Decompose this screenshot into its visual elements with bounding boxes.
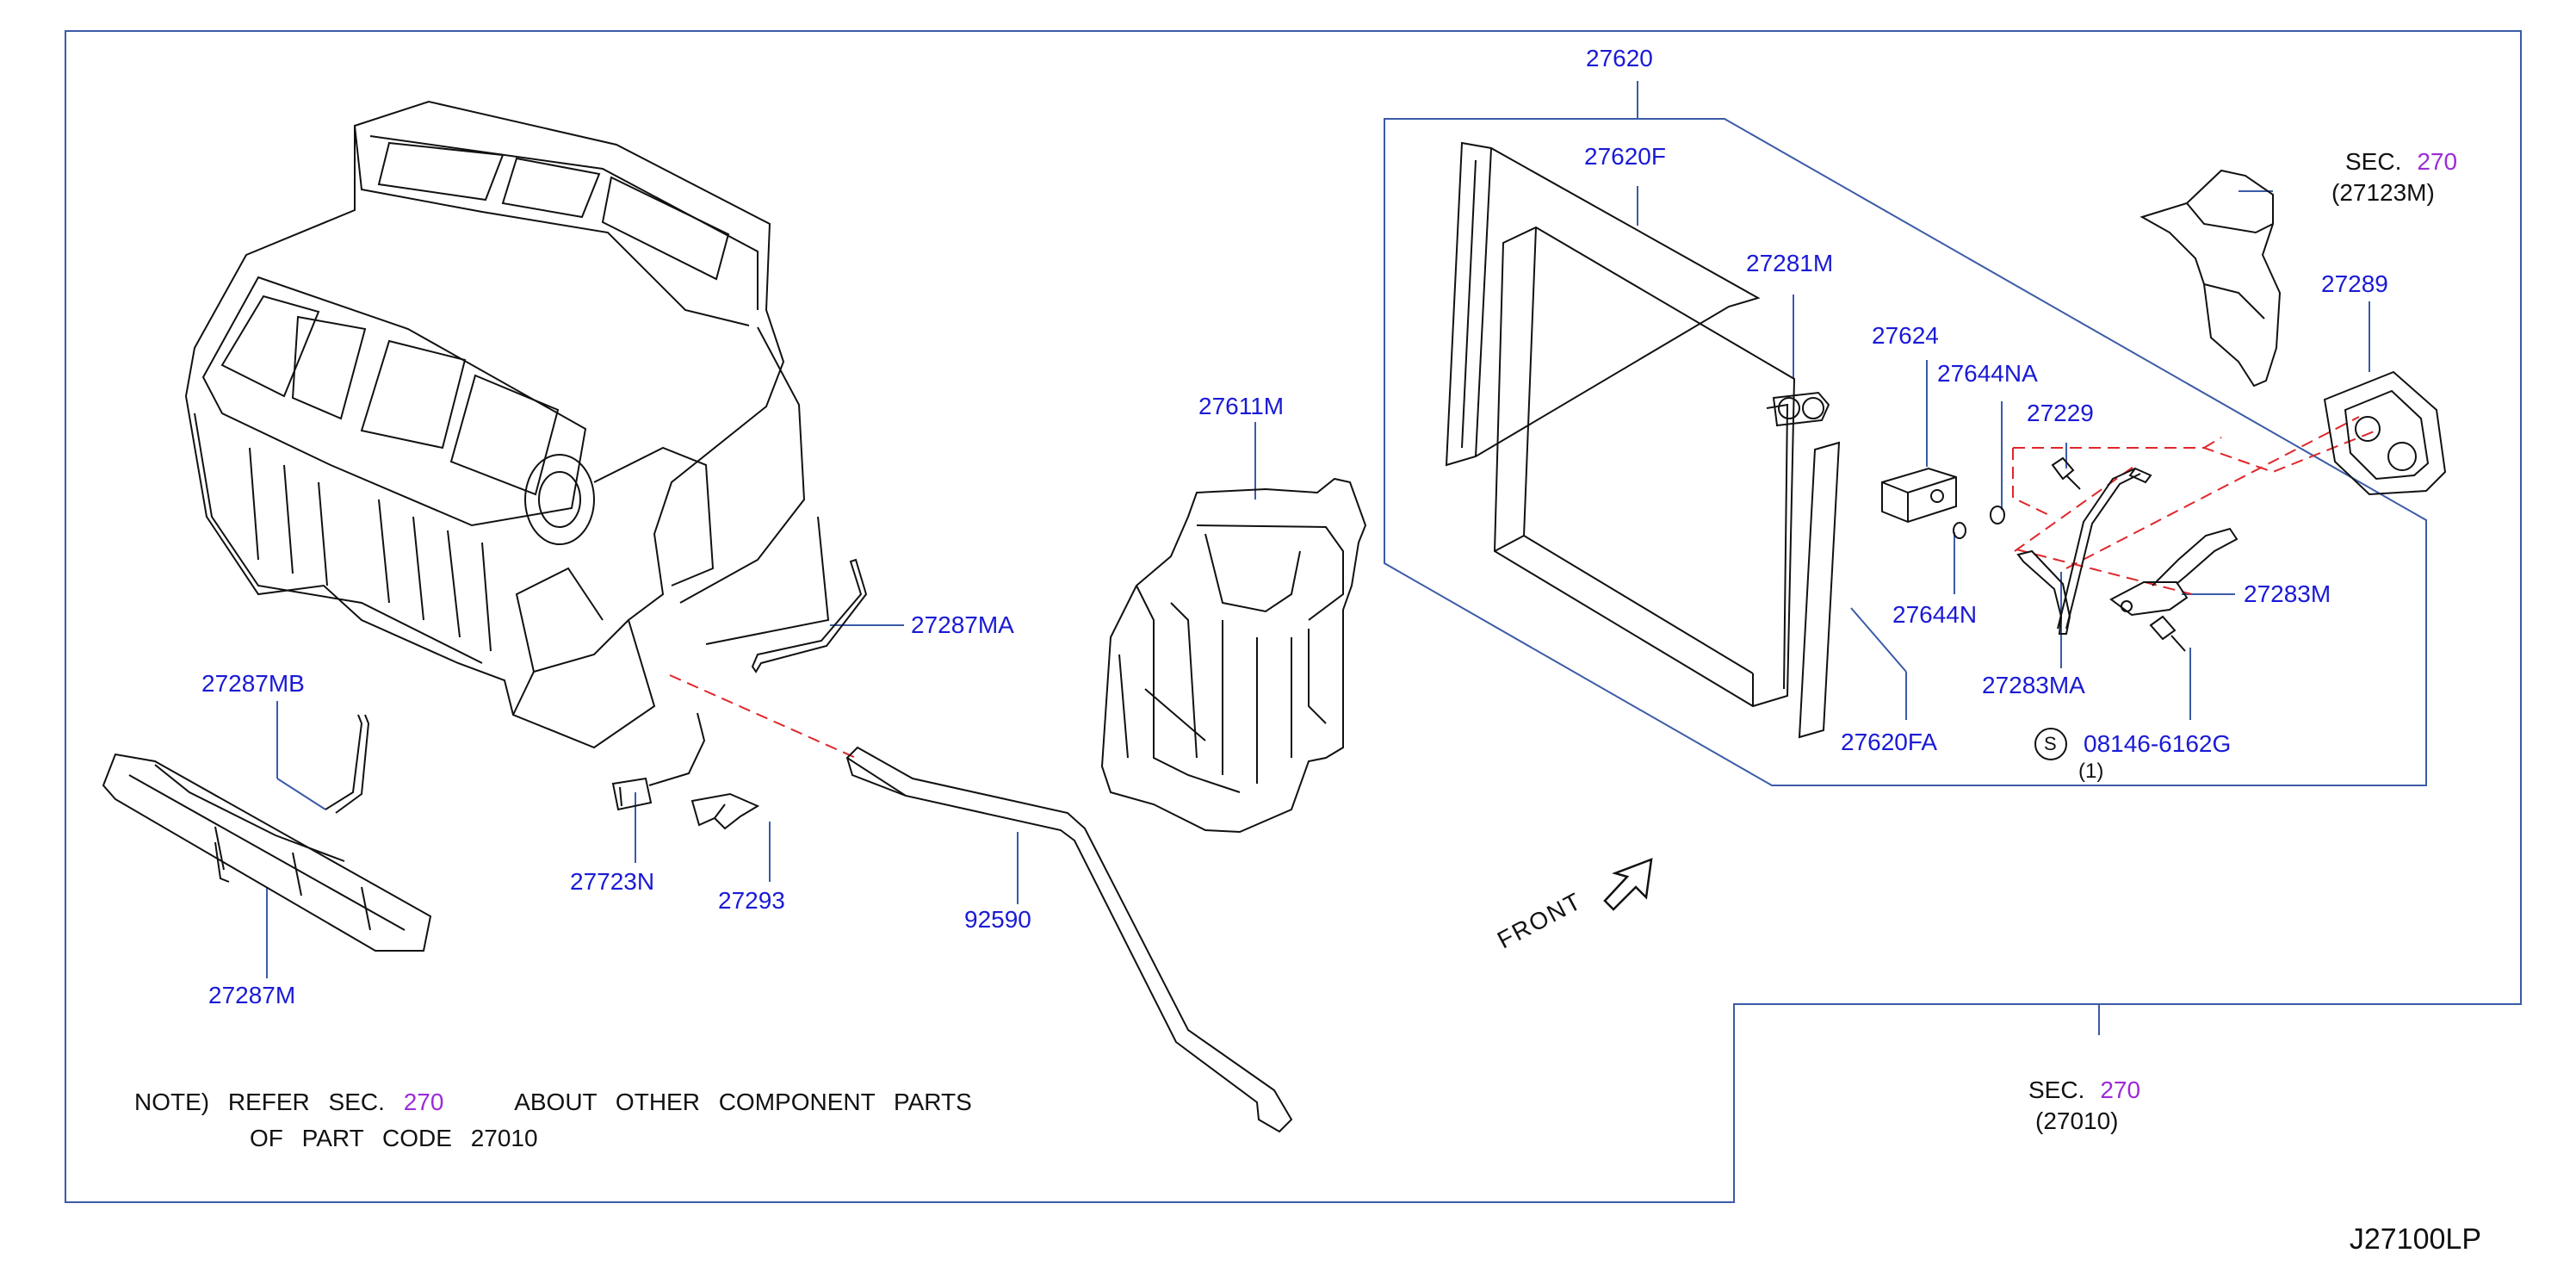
drain-hose-92590-drawing [845, 746, 1293, 1133]
part-label-27283ma[interactable]: 27283MA [1982, 672, 2085, 698]
section-ref-top-prefix: SEC. [2345, 148, 2402, 175]
case-27611m-drawing [1100, 477, 1367, 834]
part-label-27281m[interactable]: 27281M [1746, 250, 1834, 276]
note-line2: OF PART CODE 27010 [250, 1125, 538, 1151]
standard-part-number[interactable]: 08146-6162G [2084, 730, 2231, 758]
part-label-27229[interactable]: 27229 [2027, 400, 2094, 426]
note-suffix: ABOUT OTHER COMPONENT PARTS [514, 1089, 972, 1115]
section-ref-bottom-prefix: SEC. [2028, 1076, 2085, 1103]
note-sec-number[interactable]: 270 [403, 1089, 444, 1115]
section-ref-bottom-number[interactable]: 270 [2100, 1076, 2141, 1103]
outer-frame [65, 30, 2522, 1203]
dashed-connection-lines [669, 416, 2377, 759]
section-ref-top-sub: (27123M) [2331, 179, 2435, 206]
standard-part-symbol [2034, 728, 2067, 760]
evaporator-27620-drawing [1445, 141, 2447, 739]
connector-27723n-drawing [611, 712, 706, 811]
part-label-92590[interactable]: 92590 [964, 906, 1031, 933]
part-label-27287mb[interactable]: 27287MB [201, 670, 305, 697]
part-label-27620fa[interactable]: 27620FA [1841, 729, 1938, 755]
standard-part-label[interactable]: 08146-6162G [2084, 730, 2232, 757]
part-label-27611m[interactable]: 27611M [1198, 393, 1285, 419]
section-ref-top-number[interactable]: 270 [2417, 148, 2458, 175]
part-label-27287m[interactable]: 27287M [208, 982, 296, 1008]
part-label-27287ma[interactable]: 27287MA [911, 611, 1014, 638]
hvac-case-drawing [184, 100, 830, 749]
part-label-27293[interactable]: 27293 [718, 887, 785, 914]
part-label-27289[interactable]: 27289 [2321, 270, 2388, 297]
clip-27293-drawing [690, 792, 760, 830]
section-ref-bottom-sub: (27010) [2035, 1107, 2119, 1134]
part-label-27644na[interactable]: 27644NA [1937, 360, 2038, 387]
part-label-27723n[interactable]: 27723N [570, 868, 655, 895]
evaporator-group-frame [1384, 118, 2427, 786]
section-ref-bottom: SEC. 270 [2028, 1076, 2140, 1104]
part-label-27624[interactable]: 27624 [1872, 322, 1939, 349]
note-text: NOTE) REFER SEC. 270 ABOUT OTHER COMPONE… [134, 1089, 972, 1152]
standard-part-symbol-text: S [2044, 733, 2057, 754]
front-arrow [1603, 858, 1653, 911]
note-prefix: NOTE) REFER SEC. [134, 1089, 385, 1115]
standard-part-qty: (1) [2078, 760, 2104, 783]
drain-tube-27287ma [751, 558, 868, 673]
section-ref-top: SEC. 270 [2345, 148, 2457, 176]
part-label-27283m[interactable]: 27283M [2244, 580, 2331, 607]
part-label-27644n[interactable]: 27644N [1892, 601, 1978, 628]
leader-lines [266, 81, 2370, 1035]
part-label-27620[interactable]: 27620 [1586, 45, 1653, 71]
part-label-27620f[interactable]: 27620F [1584, 143, 1666, 170]
diagram-code: J27100LP [2349, 1223, 2481, 1256]
duct-27287m-drawing [102, 714, 432, 952]
